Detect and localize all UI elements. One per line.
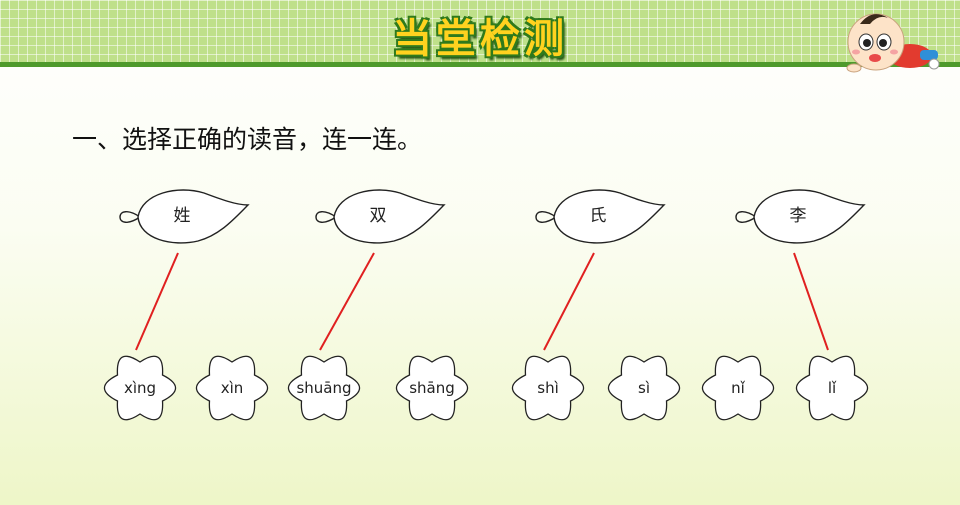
flower-icon bbox=[511, 355, 585, 421]
pinyin-label: lǐ bbox=[828, 379, 837, 397]
leaf-stem-icon bbox=[119, 211, 141, 223]
match-line-1 bbox=[319, 252, 375, 351]
leaf-card-2[interactable]: 氏 bbox=[535, 189, 666, 244]
mascot-baby-icon bbox=[846, 13, 940, 73]
header-divider bbox=[0, 62, 960, 67]
header-banner bbox=[0, 0, 960, 62]
leaf-icon bbox=[553, 189, 666, 244]
flower-card-4[interactable]: shì bbox=[511, 355, 585, 421]
flower-card-7[interactable]: lǐ bbox=[795, 355, 869, 421]
pinyin-label: nǐ bbox=[731, 379, 746, 397]
flower-icon bbox=[103, 355, 177, 421]
flower-card-1[interactable]: xìn bbox=[195, 355, 269, 421]
leaf-card-3[interactable]: 李 bbox=[735, 189, 866, 244]
flower-card-3[interactable]: shāng bbox=[395, 355, 469, 421]
pinyin-label: shāng bbox=[409, 379, 455, 397]
page-title: 当堂检测 bbox=[392, 16, 568, 62]
leaf-character: 氏 bbox=[590, 206, 607, 226]
leaf-stem-icon bbox=[315, 211, 337, 223]
leaf-icon bbox=[333, 189, 446, 244]
flower-icon bbox=[195, 355, 269, 421]
flower-icon bbox=[287, 355, 361, 421]
flower-icon bbox=[795, 355, 869, 421]
flower-icon bbox=[395, 355, 469, 421]
match-line-2 bbox=[543, 252, 595, 351]
flower-icon bbox=[607, 355, 681, 421]
flower-card-6[interactable]: nǐ bbox=[701, 355, 775, 421]
flower-card-2[interactable]: shuāng bbox=[287, 355, 361, 421]
leaf-card-0[interactable]: 姓 bbox=[119, 189, 250, 244]
pinyin-label: xìng bbox=[124, 379, 156, 397]
instruction-text: 一、选择正确的读音，连一连。 bbox=[72, 125, 423, 154]
flower-card-5[interactable]: sì bbox=[607, 355, 681, 421]
match-line-0 bbox=[135, 252, 179, 351]
flower-icon bbox=[701, 355, 775, 421]
pinyin-label: sì bbox=[638, 379, 650, 397]
leaf-stem-icon bbox=[535, 211, 557, 223]
leaf-stem-icon bbox=[735, 211, 757, 223]
pinyin-label: shuāng bbox=[296, 379, 351, 397]
leaf-character: 双 bbox=[370, 206, 387, 226]
match-line-3 bbox=[793, 252, 829, 351]
leaf-character: 李 bbox=[790, 206, 807, 226]
leaf-character: 姓 bbox=[174, 206, 191, 226]
flower-card-0[interactable]: xìng bbox=[103, 355, 177, 421]
pinyin-label: xìn bbox=[221, 379, 244, 397]
pinyin-label: shì bbox=[537, 379, 559, 397]
leaf-card-1[interactable]: 双 bbox=[315, 189, 446, 244]
leaf-icon bbox=[137, 189, 250, 244]
leaf-icon bbox=[753, 189, 866, 244]
